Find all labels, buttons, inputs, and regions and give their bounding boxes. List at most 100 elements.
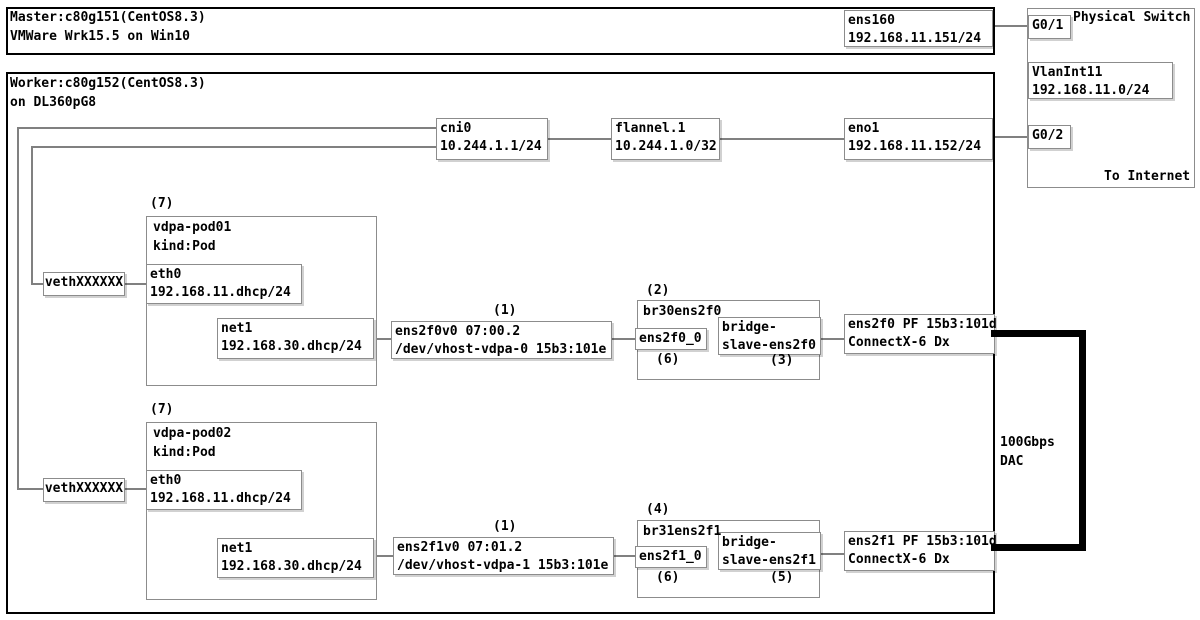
dac-link-bottom	[991, 544, 1086, 551]
line-veth2-pod2	[125, 488, 146, 490]
flannel-ip: 10.244.1.0/32	[615, 139, 717, 154]
master-node-box	[6, 7, 995, 55]
line-ens160-g01	[991, 25, 1028, 27]
cni0-box: cni0 10.244.1.1/24	[436, 118, 548, 160]
port-g01-box: G0/1	[1028, 15, 1071, 39]
pod1-name: vdpa-pod01	[153, 220, 232, 235]
pod2-eth0-box: eth0 192.168.11.dhcp/24	[146, 470, 302, 510]
step-label-vdpa0: (1)	[493, 303, 517, 318]
veth1-label: vethXXXXXX	[44, 275, 124, 290]
eno1-ip: 192.168.11.152/24	[848, 139, 982, 154]
pod2-net1-box: net1 192.168.30.dhcp/24	[217, 538, 374, 578]
line-net1-vdpa0	[371, 338, 391, 340]
physical-switch-title: Physical Switch	[1073, 10, 1191, 25]
vf-ens2f1_0-label: ens2f1_0	[639, 549, 702, 564]
step-label-vf1: (6)	[656, 570, 680, 585]
step-label-pod2: (7)	[150, 402, 174, 417]
line-vdpa0-vf0	[608, 338, 635, 340]
eno1-name: eno1	[848, 121, 880, 136]
line-flannel-eno1	[718, 138, 844, 140]
bridge-slave-ens2f1-line2: slave-ens2f1	[722, 553, 816, 568]
cni0-name: cni0	[440, 121, 472, 136]
pf-ens2f0-box: ens2f0 PF 15b3:101d ConnectX-6 Dx	[844, 314, 997, 354]
bridge-slave-ens2f1-line1: bridge-	[722, 535, 777, 550]
line-cni0-flannel	[546, 138, 611, 140]
to-internet-label: To Internet	[1104, 169, 1191, 184]
br30-name: br30ens2f0	[643, 304, 722, 319]
pod1-eth0-ip: 192.168.11.dhcp/24	[150, 285, 291, 300]
dac-link-vertical	[1079, 330, 1086, 551]
vdpa0-line2: /dev/vhost-vdpa-0 15b3:101e	[395, 342, 607, 357]
worker-title-line2: on DL360pG8	[10, 95, 97, 110]
pf-ens2f0-line1: ens2f0 PF 15b3:101d	[848, 317, 997, 332]
rail-pod2-bottom	[17, 488, 43, 490]
vdpa0-box: ens2f0v0 07:00.2 /dev/vhost-vdpa-0 15b3:…	[391, 321, 612, 359]
dac-link-top	[991, 330, 1086, 337]
pod1-net1-ip: 192.168.30.dhcp/24	[221, 339, 362, 354]
pod1-net1-name: net1	[221, 321, 253, 336]
dac-label-line1: 100Gbps	[1000, 435, 1055, 450]
bridge-slave-ens2f0-line2: slave-ens2f0	[722, 338, 816, 353]
rail-pod1-vertical	[31, 146, 33, 285]
flannel-name: flannel.1	[615, 121, 686, 136]
pod2-net1-ip: 192.168.30.dhcp/24	[221, 559, 362, 574]
pf-ens2f1-line1: ens2f1 PF 15b3:101d	[848, 534, 997, 549]
line-slave0-pf0	[815, 338, 844, 340]
line-slave1-pf1	[815, 553, 844, 555]
rail-pod1-bottom	[31, 283, 43, 285]
port-g01-label: G0/1	[1032, 18, 1064, 33]
veth2-box: vethXXXXXX	[43, 478, 125, 502]
step-label-vdpa1: (1)	[493, 519, 517, 534]
pod2-eth0-ip: 192.168.11.dhcp/24	[150, 491, 291, 506]
rail-pod2-vertical	[17, 127, 19, 490]
pf-ens2f0-line2: ConnectX-6 Dx	[848, 335, 950, 350]
step-label-vf0: (6)	[656, 352, 680, 367]
step-label-br31: (4)	[646, 502, 670, 517]
pod1-eth0-box: eth0 192.168.11.dhcp/24	[146, 264, 302, 304]
eno1-box: eno1 192.168.11.152/24	[844, 118, 993, 160]
pod2-eth0-name: eth0	[150, 473, 182, 488]
line-vdpa1-vf1	[610, 555, 635, 557]
line-eno1-g02	[991, 136, 1028, 138]
line-veth1-pod1	[125, 283, 146, 285]
pod2-name: vdpa-pod02	[153, 426, 232, 441]
vf-ens2f1_0-box: ens2f1_0	[635, 546, 707, 568]
vdpa1-line1: ens2f1v0 07:01.2	[397, 540, 523, 555]
pod1-kind: kind:Pod	[153, 239, 216, 254]
pod1-eth0-name: eth0	[150, 267, 182, 282]
veth1-box: vethXXXXXX	[43, 272, 125, 296]
rail-pod1-top	[31, 146, 436, 148]
vlan-name: VlanInt11	[1032, 65, 1103, 80]
ens160-name: ens160	[848, 13, 895, 28]
br31-name: br31ens2f1	[643, 524, 722, 539]
dac-label-line2: DAC	[1000, 454, 1024, 469]
step-label-pod1: (7)	[150, 196, 174, 211]
master-title-line2: VMWare Wrk15.5 on Win10	[10, 29, 191, 44]
step-label-br30: (2)	[646, 283, 670, 298]
pf-ens2f1-line2: ConnectX-6 Dx	[848, 552, 950, 567]
vlan-int11-box: VlanInt11 192.168.11.0/24	[1028, 62, 1173, 99]
worker-title-line1: Worker:c80g152(CentOS8.3)	[10, 76, 206, 91]
pf-ens2f1-box: ens2f1 PF 15b3:101d ConnectX-6 Dx	[844, 531, 997, 571]
vf-ens2f0_0-box: ens2f0_0	[635, 328, 707, 350]
vf-ens2f0_0-label: ens2f0_0	[639, 331, 702, 346]
line-net1-vdpa1	[371, 555, 393, 557]
port-g02-box: G0/2	[1028, 125, 1071, 149]
pod2-net1-name: net1	[221, 541, 253, 556]
ens160-ip: 192.168.11.151/24	[848, 31, 982, 46]
pod1-net1-box: net1 192.168.30.dhcp/24	[217, 318, 374, 359]
port-g02-label: G0/2	[1032, 128, 1064, 143]
ens160-box: ens160 192.168.11.151/24	[844, 10, 993, 47]
bridge-slave-ens2f1-box: bridge- slave-ens2f1	[718, 532, 821, 570]
cni0-ip: 10.244.1.1/24	[440, 139, 542, 154]
rail-pod2-top	[17, 127, 436, 129]
step-label-slave0: (3)	[770, 353, 794, 368]
vlan-ip: 192.168.11.0/24	[1032, 83, 1150, 98]
vdpa1-line2: /dev/vhost-vdpa-1 15b3:101e	[397, 558, 609, 573]
vdpa0-line1: ens2f0v0 07:00.2	[395, 324, 521, 339]
vdpa1-box: ens2f1v0 07:01.2 /dev/vhost-vdpa-1 15b3:…	[393, 537, 614, 575]
bridge-slave-ens2f0-box: bridge- slave-ens2f0	[718, 317, 821, 355]
pod2-kind: kind:Pod	[153, 445, 216, 460]
bridge-slave-ens2f0-line1: bridge-	[722, 320, 777, 335]
